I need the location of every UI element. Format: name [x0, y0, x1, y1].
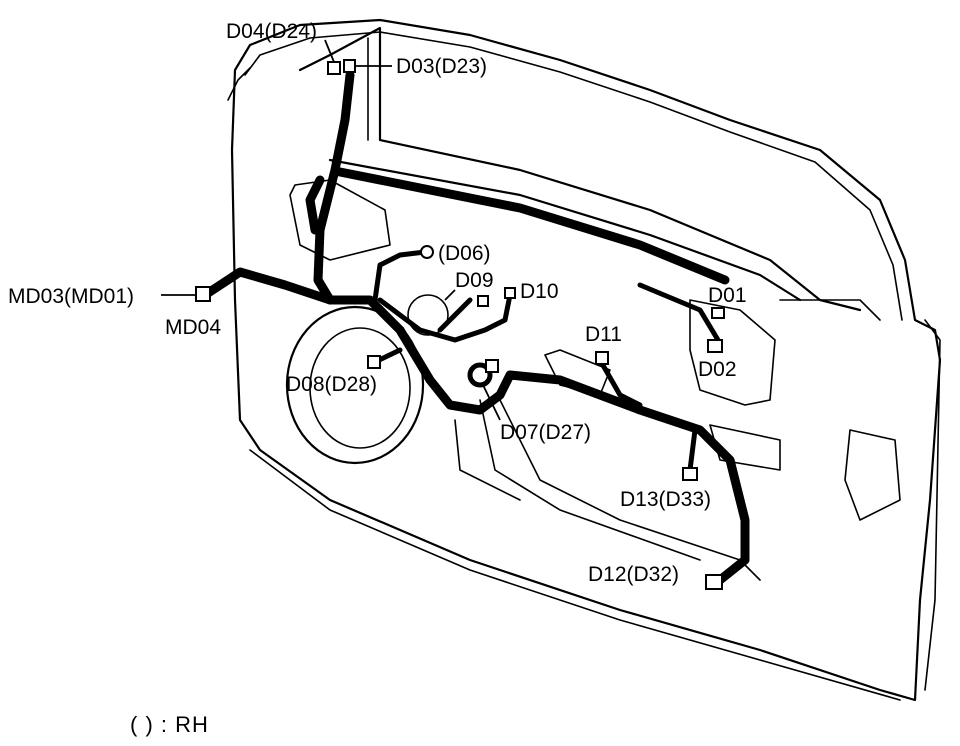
connector-d02 [707, 339, 723, 353]
label-d12: D12(D32) [588, 563, 679, 586]
label-md03: MD03(MD01) [8, 285, 134, 308]
connector-d08 [367, 355, 381, 369]
label-d06: (D06) [438, 242, 491, 265]
connector-d03 [343, 59, 356, 73]
connector-d09 [477, 295, 489, 307]
connector-d11 [595, 351, 609, 365]
label-d11: D11 [585, 323, 622, 346]
label-md04: MD04 [165, 316, 221, 339]
label-d04: D04(D24) [226, 20, 317, 43]
connector-d04 [327, 61, 341, 75]
label-d13: D13(D33) [620, 488, 711, 511]
label-d03: D03(D23) [396, 55, 487, 78]
label-d07: D07(D27) [500, 421, 591, 444]
label-d08: D08(D28) [286, 373, 377, 396]
connector-d01 [711, 307, 725, 319]
connector-d07 [485, 359, 499, 373]
label-d01: D01 [708, 284, 747, 307]
connector-d06 [420, 245, 434, 259]
connector-md03 [195, 286, 211, 302]
label-d02: D02 [698, 358, 737, 381]
leader-lines [161, 39, 501, 421]
label-d10: D10 [520, 280, 559, 303]
wiring-harness [200, 70, 750, 585]
label-d09: D09 [455, 269, 494, 292]
connector-d13 [682, 467, 698, 481]
labels: D04(D24) D03(D23) (D06) D09 D10 D01 D11 … [8, 20, 747, 586]
connector-d10 [504, 287, 516, 299]
legend-rh-note: ( ) : RH [130, 712, 209, 737]
connector-d12 [705, 574, 723, 590]
connectors [195, 59, 725, 590]
door-body [227, 18, 942, 702]
